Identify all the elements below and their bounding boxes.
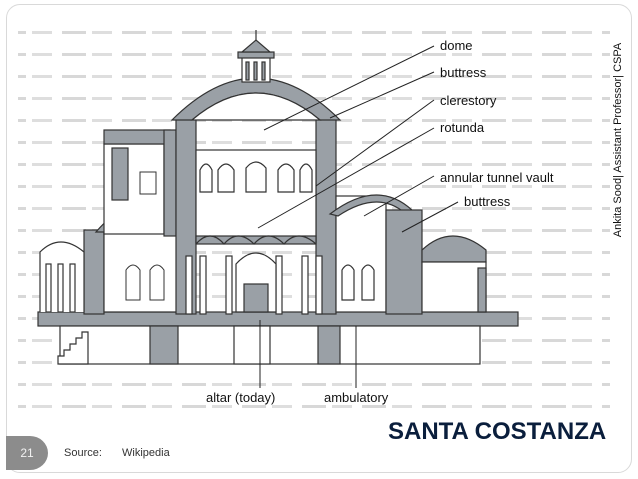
- slide-frame: [6, 4, 632, 473]
- label-altar: altar (today): [206, 390, 275, 405]
- leader-lines: [257, 45, 459, 388]
- source-value: Wikipedia: [122, 447, 170, 459]
- source-label: Source:: [64, 447, 102, 459]
- label-buttress-upper: buttress: [440, 65, 487, 80]
- slide-title: SANTA COSTANZA: [388, 418, 607, 445]
- label-buttress-lower: buttress: [464, 194, 511, 209]
- ambulatory-windows: [125, 171, 165, 301]
- label-ambulatory: ambulatory: [324, 390, 389, 405]
- label-rotunda: rotunda: [440, 120, 485, 135]
- label-dome: dome: [440, 38, 473, 53]
- author-credit: Ankita Sood| Assistant Professor| CSPA: [612, 42, 624, 238]
- label-clerestory: clerestory: [440, 93, 497, 108]
- label-annular-tunnel-vault: annular tunnel vault: [440, 170, 554, 185]
- page-number-badge: 21: [6, 436, 48, 470]
